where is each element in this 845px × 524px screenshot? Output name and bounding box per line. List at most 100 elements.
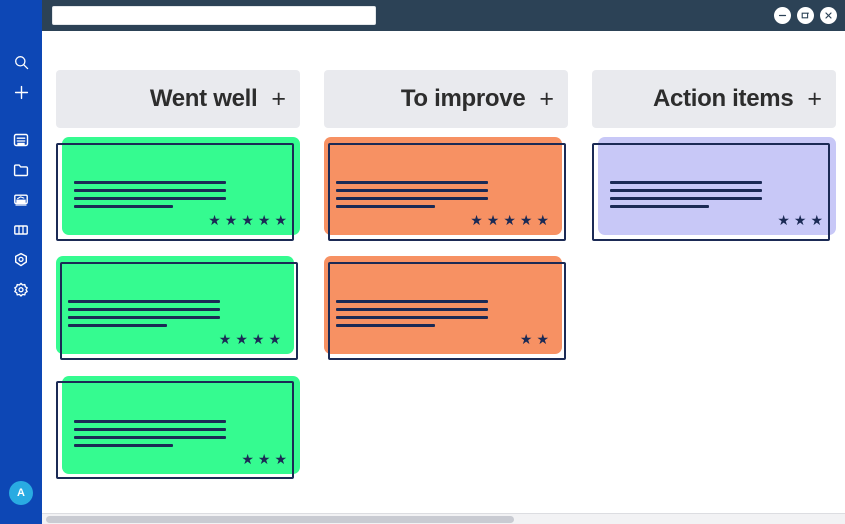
column-header-to-improve: To improve + <box>324 70 568 128</box>
sidebar-item-settings[interactable] <box>8 277 34 303</box>
minimize-icon <box>778 11 787 20</box>
text-line <box>74 428 226 431</box>
star-icon: ★ <box>268 331 281 347</box>
sidebar-item-add[interactable] <box>8 79 34 105</box>
card-body: ★ ★ ★ ★ ★ <box>324 137 562 235</box>
star-icon: ★ <box>251 331 265 347</box>
text-line <box>74 420 226 423</box>
sidebar-item-folders[interactable] <box>8 157 34 183</box>
star-icon: ★ <box>470 212 483 228</box>
card-outline <box>328 262 566 360</box>
folder-icon <box>13 162 29 178</box>
card-rating-stars[interactable]: ★ ★ ★ <box>241 452 287 466</box>
star-icon: ★ <box>503 212 516 228</box>
text-line <box>336 316 488 319</box>
star-icon: ★ <box>208 212 221 228</box>
card-text-lines <box>68 300 220 332</box>
card[interactable]: ★ ★ <box>324 256 568 360</box>
star-icon: ★ <box>536 331 549 347</box>
star-icon: ★ <box>218 331 232 347</box>
add-card-button[interactable]: + <box>807 84 822 113</box>
text-line-partial <box>610 205 709 208</box>
card[interactable]: ★ ★ ★ ★ ★ <box>56 137 300 241</box>
star-icon: ★ <box>274 212 287 228</box>
card-fill <box>598 137 836 235</box>
column-title: To improve <box>400 85 526 112</box>
board-column-to-improve: To improve + ★ <box>324 70 568 495</box>
text-line <box>336 189 488 192</box>
add-card-button[interactable]: + <box>271 84 286 113</box>
title-bar <box>0 0 845 31</box>
gear-icon <box>13 282 29 298</box>
text-line <box>336 197 488 200</box>
column-header-action-items: Action items + <box>592 70 836 128</box>
minimize-button[interactable] <box>774 7 791 24</box>
card-outline <box>56 381 294 479</box>
card-body: ★ ★ ★ ★ <box>56 256 294 354</box>
sidebar-item-columns[interactable] <box>8 217 34 243</box>
text-line <box>74 189 226 192</box>
text-line <box>336 300 488 303</box>
text-line <box>336 181 488 184</box>
card-outline <box>60 262 298 360</box>
sidebar-item-goals[interactable] <box>8 247 34 273</box>
star-icon: ★ <box>224 212 238 228</box>
card-rating-stars[interactable]: ★ ★ <box>520 332 549 346</box>
card-outline <box>592 143 830 241</box>
star-icon: ★ <box>793 212 807 228</box>
avatar[interactable]: A <box>9 481 33 505</box>
retro-board: Went well + ★ <box>42 31 845 524</box>
card-text-lines <box>610 181 762 213</box>
sidebar-item-presentations[interactable] <box>8 187 34 213</box>
card-rating-stars[interactable]: ★ ★ ★ ★ <box>219 332 281 346</box>
address-input[interactable] <box>52 6 376 25</box>
card-text-lines <box>336 300 488 332</box>
star-icon: ★ <box>235 331 248 347</box>
text-line-partial <box>336 324 435 327</box>
card-rating-stars[interactable]: ★ ★ ★ ★ ★ <box>470 213 549 227</box>
sidebar-item-search[interactable] <box>8 49 34 75</box>
avatar-initial: A <box>17 487 25 499</box>
star-icon: ★ <box>241 451 254 467</box>
maximize-button[interactable] <box>797 7 814 24</box>
close-button[interactable] <box>820 7 837 24</box>
sidebar: A <box>0 31 42 524</box>
text-line-partial <box>68 324 167 327</box>
card-fill <box>62 137 300 235</box>
scrollbar-thumb[interactable] <box>46 516 514 523</box>
card[interactable]: ★ ★ ★ ★ ★ <box>324 137 568 241</box>
card[interactable]: ★ ★ ★ <box>592 137 836 241</box>
star-icon: ★ <box>486 212 500 228</box>
text-line <box>68 308 220 311</box>
card[interactable]: ★ ★ ★ <box>56 376 300 480</box>
window-controls <box>774 0 837 31</box>
card-text-lines <box>336 181 488 213</box>
card-text-lines <box>74 420 226 452</box>
card-fill <box>324 137 562 235</box>
text-line-partial <box>74 444 173 447</box>
text-line <box>68 300 220 303</box>
columns-icon <box>13 222 29 238</box>
card-rating-stars[interactable]: ★ ★ ★ ★ ★ <box>208 213 287 227</box>
plus-icon <box>14 85 29 100</box>
card-text-lines <box>74 181 226 213</box>
column-title: Action items <box>652 85 794 112</box>
maximize-icon <box>801 11 810 20</box>
star-icon: ★ <box>257 451 271 467</box>
card-fill <box>56 256 294 354</box>
star-icon: ★ <box>274 451 287 467</box>
text-line <box>610 189 762 192</box>
card-rating-stars[interactable]: ★ ★ ★ <box>777 213 823 227</box>
sidebar-item-boards[interactable] <box>8 127 34 153</box>
card-body: ★ ★ ★ <box>598 137 836 235</box>
horizontal-scrollbar[interactable] <box>42 513 845 524</box>
add-card-button[interactable]: + <box>539 84 554 113</box>
card-outline <box>56 143 294 241</box>
star-icon: ★ <box>519 212 533 228</box>
column-header-went-well: Went well + <box>56 70 300 128</box>
text-line <box>336 308 488 311</box>
title-bar-accent <box>0 0 42 31</box>
board-column-action-items: Action items + ★ <box>592 70 836 495</box>
card[interactable]: ★ ★ ★ ★ <box>56 256 300 360</box>
